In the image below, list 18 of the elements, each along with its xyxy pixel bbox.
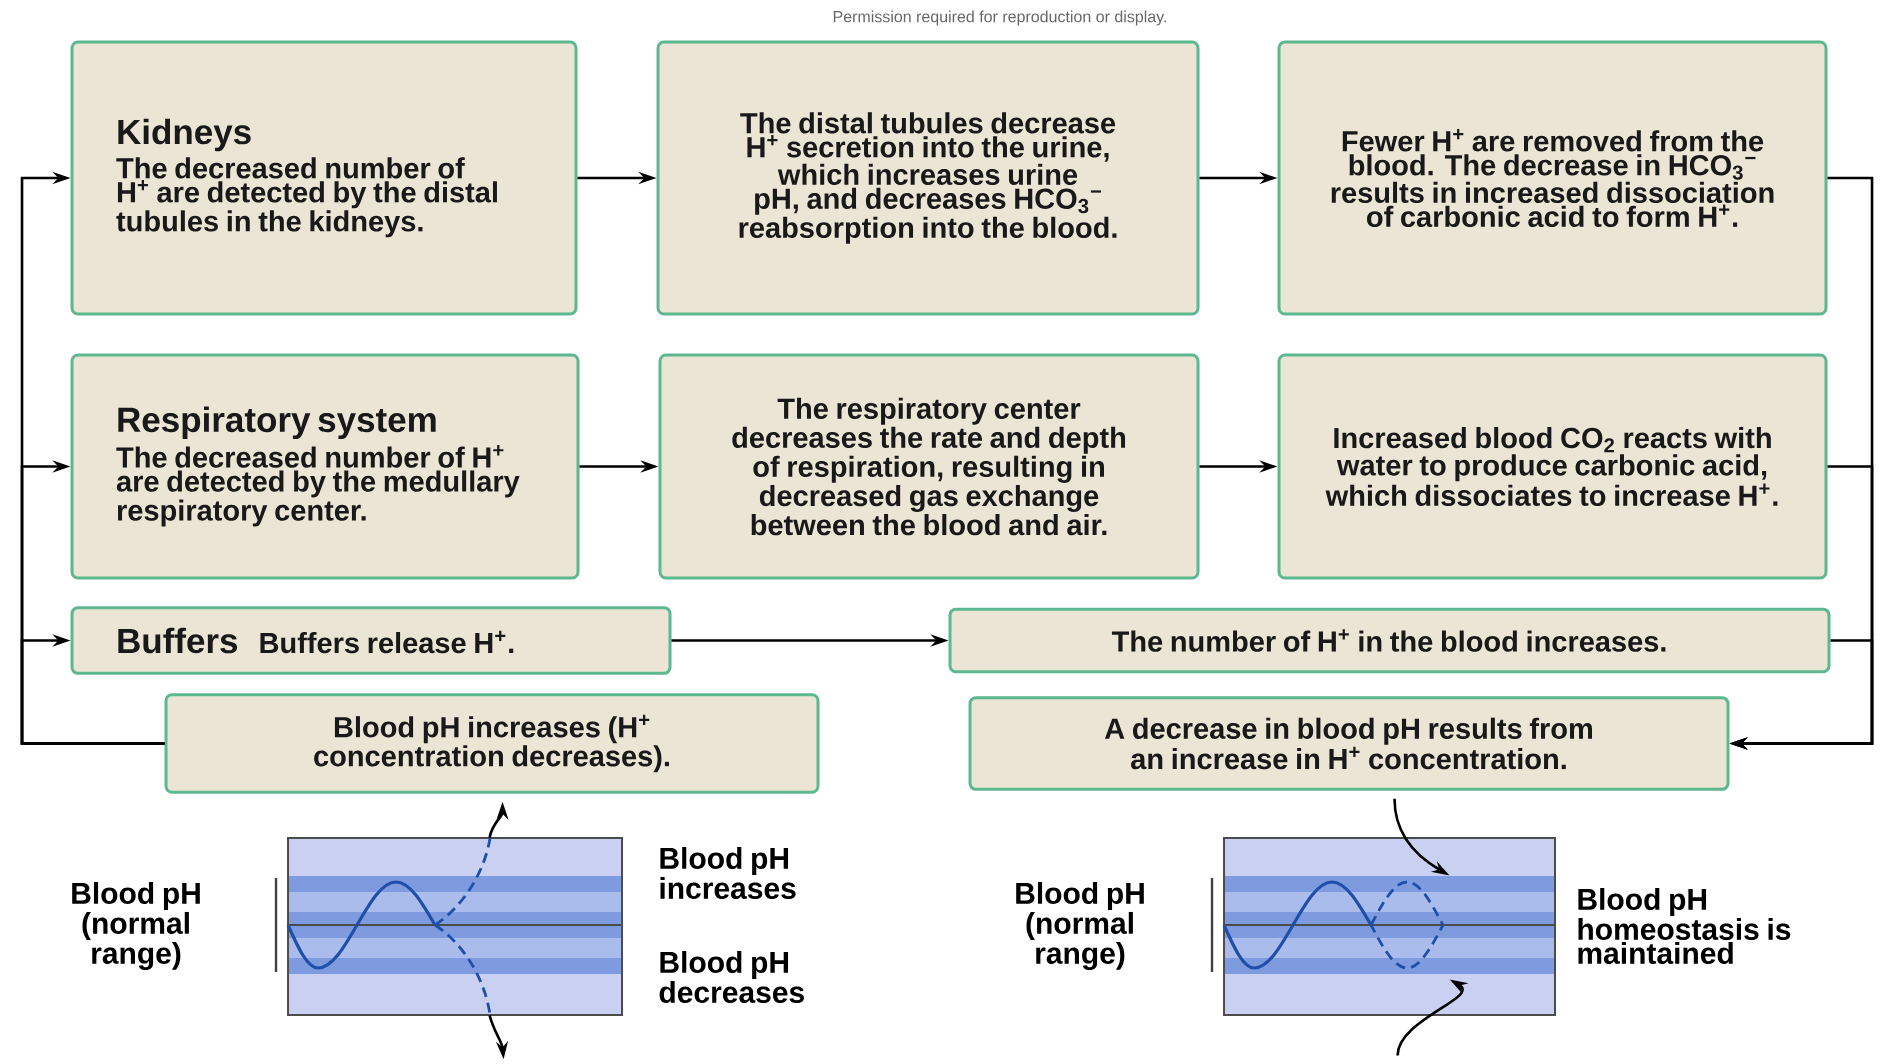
process-box: The respiratory center decreases the rate and depth of respiration, resulting in decreased gas exchange between the blood and air. xyxy=(658,353,1200,580)
process-box: Increased blood CO$_{2}$ reacts with water to produce carbonic acid, which dissociates to increase H$^{+}$. xyxy=(1277,353,1828,580)
copyright-note: Permission required for reproduction or display. xyxy=(833,10,1166,26)
graph-label: Blood pH (normal range) xyxy=(1016,882,1144,970)
process-box: The number of H$^{+}$ in the blood increases. xyxy=(948,607,1831,674)
graph-label: Blood pH increases xyxy=(660,847,796,899)
blood-ph-graph-drawing xyxy=(1210,837,1556,1016)
graph-label: Blood pH (normal range) xyxy=(72,882,200,970)
arrow xyxy=(20,634,165,745)
process-box: Kidneys The decreased number of H$^{+}$ are detected by the distal tubules in the kidneys. xyxy=(70,40,578,316)
process-box: Buffers Buffers release H$^{+}$. xyxy=(70,606,672,675)
process-box: A decrease in blood pH results from an increase in H$^{+}$ concentration. xyxy=(968,696,1730,791)
process-box: Blood pH increases (H$^{+}$ concentration decreases). xyxy=(164,693,820,794)
graph-label: Blood pH decreases xyxy=(659,951,804,1003)
process-box: The distal tubules decrease H$^{+}$ secretion into the urine, which increases urine pH, and decreases HCO$_{3}$− reabsorption into the blood. xyxy=(656,40,1200,316)
process-box: Fewer H$^{+}$ are removed from the blood. The decrease in HCO$_{3}$− results in increased dissociation of carbonic acid to form H$^{+}$. xyxy=(1277,40,1828,316)
blood-ph-graph-drawing xyxy=(274,837,623,1016)
process-box: Respiratory system The decreased number of H$^{+}$ are detected by the medullary respiratory center. xyxy=(70,353,580,580)
